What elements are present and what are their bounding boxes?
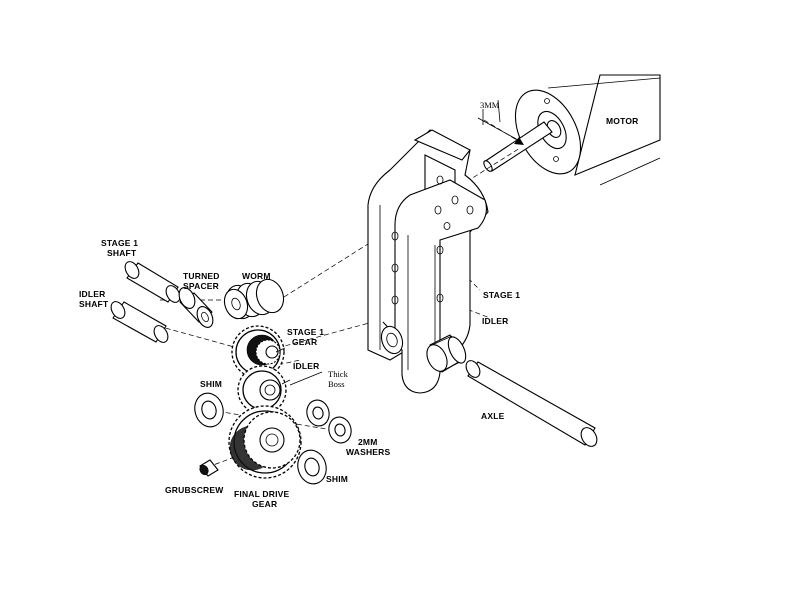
- washer-2: [328, 416, 352, 444]
- label-idler-shaft-line2: SHAFT: [79, 299, 109, 309]
- shaft-dimension: [477, 99, 524, 145]
- label-stage1-gear-line1: STAGE 1: [287, 327, 324, 337]
- stage1-gear: [231, 325, 285, 379]
- label-thick-boss-line2: Boss: [328, 379, 345, 389]
- right-shim: [297, 449, 327, 485]
- axle-spacer: [426, 334, 467, 373]
- label-washers-line2: WASHERS: [346, 447, 391, 457]
- label-worm: WORM: [242, 271, 271, 281]
- leader-lines: [275, 347, 323, 386]
- label-idler-bracket: IDLER: [482, 316, 509, 326]
- label-stage1-shaft-line1: STAGE 1: [101, 238, 138, 248]
- stage1-shaft: [124, 261, 181, 303]
- left-shim: [194, 392, 224, 428]
- bracket-holes: [391, 175, 474, 305]
- idler-gear: [237, 365, 287, 415]
- label-axle: AXLE: [481, 411, 505, 421]
- turned-spacer: [178, 287, 214, 328]
- label-turned-spacer-line1: TURNED: [183, 271, 220, 281]
- label-turned-spacer-line2: SPACER: [183, 281, 219, 291]
- label-idler-gear: IDLER: [293, 361, 320, 371]
- axle: [465, 360, 598, 447]
- washer-1: [306, 399, 330, 427]
- grubscrew: [199, 459, 219, 477]
- label-final-drive-line2: GEAR: [252, 499, 277, 509]
- label-idler-shaft-line1: IDLER: [79, 289, 106, 299]
- label-stage1-shaft-line2: SHAFT: [107, 248, 137, 258]
- label-washers-line1: 2MM: [358, 437, 378, 447]
- label-motor: MOTOR: [606, 116, 638, 126]
- label-stage1-gear-line2: GEAR: [292, 337, 317, 347]
- final-drive-gear: [228, 405, 302, 479]
- bracket: [367, 129, 489, 394]
- label-shim-right: SHIM: [326, 474, 348, 484]
- motor: [483, 74, 661, 186]
- label-thick-boss-line1: Thick: [328, 369, 349, 379]
- label-shim-left: SHIM: [200, 379, 222, 389]
- label-dimension: 3MM: [480, 100, 500, 110]
- idler-shaft: [110, 301, 169, 343]
- label-grubscrew: GRUBSCREW: [165, 485, 224, 495]
- label-stage1-bracket: STAGE 1: [483, 290, 520, 300]
- label-final-drive-line1: FINAL DRIVE: [234, 489, 290, 499]
- worm: [223, 278, 285, 320]
